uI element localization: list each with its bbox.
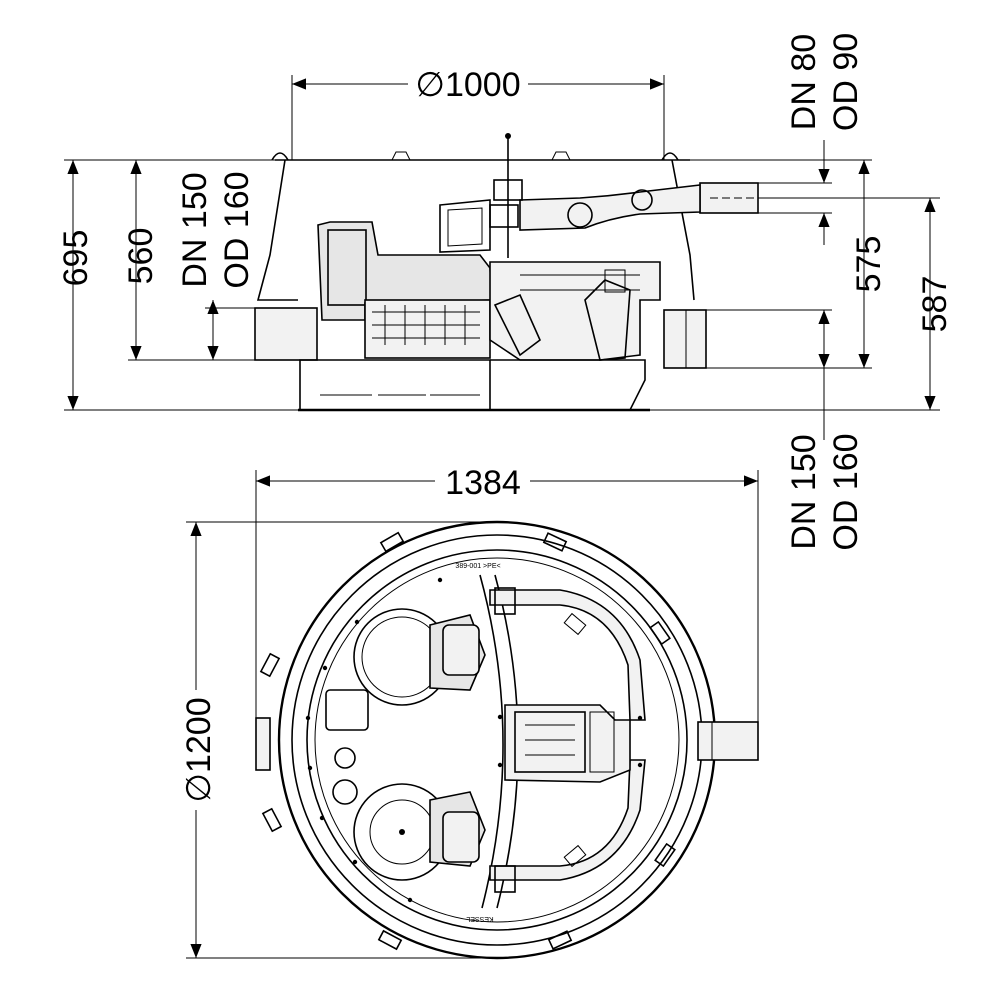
dim-plan-diameter: ∅1200 <box>180 697 218 802</box>
dim-overall-width: 1384 <box>445 464 521 502</box>
left-inlet-dn: DN 150 <box>176 172 214 287</box>
plan-view: 389-001 >PE< KESSEL <box>255 520 759 960</box>
plan-outlet-pipe <box>697 721 759 761</box>
side-elevation <box>254 133 760 412</box>
right-inlet-pipe <box>663 309 707 369</box>
dim-height-587: 587 <box>916 276 954 333</box>
right-inlet-od: OD 160 <box>827 433 865 550</box>
left-inlet-od: OD 160 <box>218 171 256 288</box>
dim-top-diameter: ∅1000 <box>415 66 520 104</box>
side-dimensions: ∅1000 695 560 DN 150 OD 160 DN 80 OD 90 … <box>57 33 954 551</box>
part-number-label: 389-001 >PE< <box>455 563 500 570</box>
outlet-dn: DN 80 <box>785 34 823 130</box>
dim-height-560: 560 <box>122 228 160 285</box>
outlet-od: OD 90 <box>827 33 865 131</box>
dim-height-575: 575 <box>850 236 888 293</box>
dim-height-total: 695 <box>57 230 95 287</box>
right-inlet-dn: DN 150 <box>785 434 823 549</box>
plan-dimensions: 1384 ∅1200 <box>180 464 759 959</box>
left-inlet-pipe <box>254 307 318 361</box>
brand-label: KESSEL <box>466 915 493 922</box>
pump-unit <box>504 704 631 783</box>
